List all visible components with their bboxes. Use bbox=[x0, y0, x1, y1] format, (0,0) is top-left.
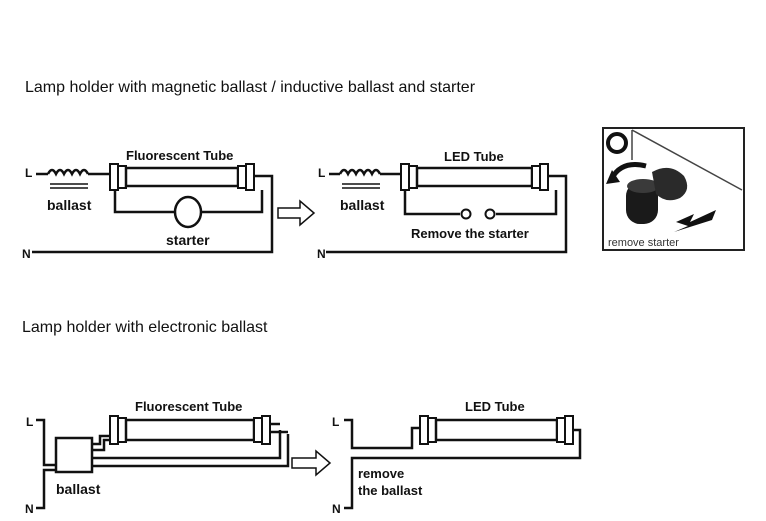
led-tube bbox=[434, 418, 559, 442]
line-wire bbox=[344, 418, 420, 450]
hand-fingers bbox=[652, 167, 688, 201]
neutral-terminal-label: N bbox=[25, 502, 34, 516]
electronic-ballast-box bbox=[54, 436, 94, 474]
tube-right-cap-inner bbox=[237, 165, 247, 189]
led-tube bbox=[415, 166, 534, 188]
tube-right-cap-inner bbox=[531, 165, 541, 189]
led-tube-label: LED Tube bbox=[444, 149, 504, 164]
photo-caption: remove starter bbox=[608, 237, 679, 249]
fixture-edge-line bbox=[631, 129, 743, 191]
ballast-label: ballast bbox=[47, 197, 92, 213]
starter-component bbox=[173, 195, 203, 229]
tube-right-cap-inner bbox=[253, 417, 263, 443]
led-tube-label: LED Tube bbox=[465, 399, 525, 414]
rotate-arrowhead-icon bbox=[606, 170, 620, 184]
tube-right-cap-inner bbox=[556, 417, 566, 443]
remove-starter-photo: remove starter bbox=[602, 127, 745, 251]
tube-left-cap-outer bbox=[400, 163, 410, 191]
tube-right-cap-outer bbox=[245, 163, 255, 191]
fluorescent-tube-label: Fluorescent Tube bbox=[135, 399, 242, 414]
transition-arrow bbox=[277, 199, 316, 227]
line-terminal-label: L bbox=[25, 166, 32, 180]
open-terminal-left bbox=[460, 208, 472, 220]
tube-left-cap-outer bbox=[419, 415, 429, 445]
remove-starter-label: Remove the starter bbox=[411, 226, 529, 241]
neutral-wire bbox=[36, 468, 56, 510]
ballast-label: ballast bbox=[56, 481, 101, 497]
open-left-wire bbox=[403, 190, 460, 216]
tube-right-cap-outer bbox=[261, 415, 271, 445]
line-terminal-label: L bbox=[318, 166, 325, 180]
open-right-wire bbox=[496, 190, 558, 216]
neutral-wire bbox=[326, 174, 568, 254]
neutral-wire bbox=[344, 428, 582, 510]
pull-arrow-icon bbox=[674, 210, 716, 232]
starter-canister-top bbox=[627, 179, 659, 193]
magnetic-after-circuit: L N ballast LED Tube Remove the starter bbox=[317, 149, 568, 261]
line-terminal-label: L bbox=[26, 415, 33, 429]
starter-label: starter bbox=[166, 232, 210, 248]
ballast-label: ballast bbox=[340, 197, 385, 213]
ballast-output-right-1 bbox=[92, 430, 282, 460]
open-terminal-right bbox=[484, 208, 496, 220]
ballast-core bbox=[50, 183, 88, 189]
fluorescent-tube bbox=[124, 418, 256, 442]
neutral-terminal-label: N bbox=[317, 247, 326, 261]
line-wire bbox=[36, 418, 56, 467]
starter-right-wire bbox=[201, 190, 264, 214]
tube-left-cap-outer bbox=[109, 415, 119, 445]
line-terminal-label: L bbox=[332, 415, 339, 429]
starter-left-wire bbox=[113, 190, 175, 214]
lamp-socket-ring bbox=[606, 132, 628, 154]
ballast-output-right-2 bbox=[92, 434, 290, 468]
neutral-wire bbox=[32, 174, 274, 254]
electronic-ballast-heading: Lamp holder with electronic ballast bbox=[22, 319, 268, 336]
fluorescent-tube bbox=[124, 166, 240, 188]
tube-left-cap-outer bbox=[109, 163, 119, 191]
ballast-core bbox=[342, 183, 380, 189]
remove-label-line2: the ballast bbox=[358, 483, 423, 498]
neutral-terminal-label: N bbox=[22, 247, 31, 261]
transition-arrow bbox=[291, 449, 332, 477]
electronic-after-circuit: L N LED Tube remove the ballast bbox=[332, 399, 582, 516]
ballast-output-left-1 bbox=[92, 434, 112, 446]
neutral-terminal-label: N bbox=[332, 502, 341, 516]
electronic-before-circuit: L N ballast Fluorescent Tube bbox=[25, 399, 290, 516]
ballast-coil bbox=[338, 168, 382, 177]
ballast-coil bbox=[46, 168, 90, 177]
magnetic-before-circuit: L N ballast Fluorescent Tube starter bbox=[22, 148, 274, 261]
tube-right-cap-outer bbox=[564, 415, 574, 445]
remove-label-line1: remove bbox=[358, 466, 404, 481]
magnetic-ballast-heading: Lamp holder with magnetic ballast / indu… bbox=[25, 79, 476, 96]
fluorescent-tube-label: Fluorescent Tube bbox=[126, 148, 233, 163]
tube-right-cap-outer bbox=[539, 163, 549, 191]
starter-canister bbox=[626, 182, 658, 224]
